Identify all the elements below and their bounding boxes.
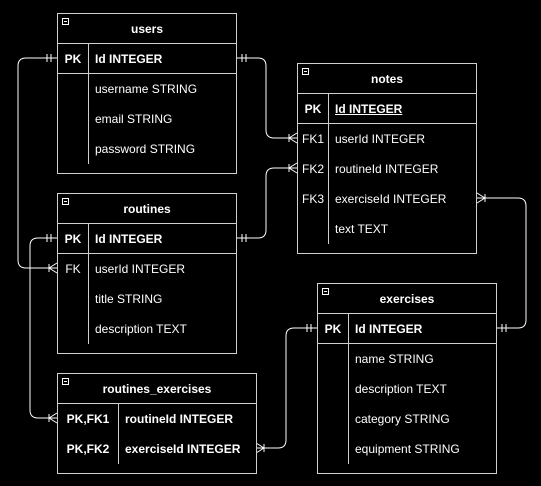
key-cell [58, 74, 89, 104]
key-cell: FK3 [298, 184, 329, 214]
field-cell: text TEXT [335, 222, 389, 236]
key-cell [318, 374, 349, 404]
table-row[interactable]: PK Id INTEGER [58, 224, 236, 254]
collapse-icon[interactable] [62, 378, 69, 385]
table-row[interactable]: PK,FK1 routineId INTEGER [58, 404, 256, 434]
key-cell: FK1 [298, 124, 329, 154]
table-row[interactable]: PK,FK2 exerciseId INTEGER [58, 434, 256, 464]
table-row[interactable]: PK Id INTEGER [58, 44, 236, 74]
table-row[interactable]: name STRING [318, 344, 496, 374]
table-routines[interactable]: routines PK Id INTEGER FK userId INTEGER… [57, 193, 237, 354]
connector-users-notes [236, 57, 297, 139]
key-cell [318, 434, 349, 464]
key-cell: PK [58, 44, 89, 73]
key-cell [58, 104, 89, 134]
table-row[interactable]: text TEXT [298, 214, 476, 244]
table-row[interactable]: password STRING [58, 134, 236, 164]
field-cell: Id INTEGER [95, 51, 163, 66]
field-cell: userId INTEGER [335, 132, 426, 146]
field-cell: exerciseId INTEGER [335, 192, 447, 206]
table-row[interactable]: category STRING [318, 404, 496, 434]
key-cell: FK [58, 254, 89, 284]
key-cell [58, 134, 89, 164]
key-cell [58, 284, 89, 314]
table-header[interactable]: notes [298, 64, 476, 94]
key-cell: PK [318, 314, 349, 343]
field-cell: description TEXT [95, 322, 187, 336]
table-header[interactable]: routines_exercises [58, 374, 256, 404]
collapse-icon[interactable] [62, 198, 69, 205]
field-cell: description TEXT [355, 382, 447, 396]
key-cell [318, 344, 349, 374]
key-cell: PK [58, 224, 89, 253]
connector-exercises-notes [477, 197, 527, 329]
key-cell: PK,FK1 [58, 404, 119, 434]
field-cell: Id INTEGER [355, 321, 423, 336]
key-cell: PK [298, 94, 329, 123]
table-routines-exercises[interactable]: routines_exercises PK,FK1 routineId INTE… [57, 373, 257, 474]
table-row[interactable]: description TEXT [58, 314, 236, 344]
field-cell: title STRING [95, 292, 163, 306]
table-header[interactable]: users [58, 14, 236, 44]
field-cell: category STRING [355, 412, 450, 426]
table-title: users [130, 22, 164, 36]
key-cell: PK,FK2 [58, 434, 119, 464]
table-title: routines [123, 202, 171, 216]
connector-routines-routines-exercises [29, 237, 57, 419]
table-row[interactable]: equipment STRING [318, 434, 496, 464]
key-cell: FK2 [298, 154, 329, 184]
collapse-icon[interactable] [62, 18, 69, 25]
field-cell: Id INTEGER [335, 101, 403, 116]
field-cell: username STRING [95, 82, 198, 96]
connector-users-routines [17, 57, 57, 269]
table-header[interactable]: routines [58, 194, 236, 224]
field-cell: userId INTEGER [95, 262, 186, 276]
key-cell [318, 404, 349, 434]
table-row[interactable]: description TEXT [318, 374, 496, 404]
field-cell: email STRING [95, 112, 173, 126]
table-users[interactable]: users PK Id INTEGER username STRING emai… [57, 13, 237, 174]
table-row[interactable]: username STRING [58, 74, 236, 104]
table-title: notes [370, 72, 403, 86]
table-title: exercises [379, 292, 435, 306]
field-cell: Id INTEGER [95, 231, 163, 246]
key-cell [58, 314, 89, 344]
table-row[interactable]: FK2 routineId INTEGER [298, 154, 476, 184]
connector-routines-notes [236, 167, 297, 239]
table-title: routines_exercises [102, 382, 212, 396]
field-cell: equipment STRING [355, 442, 460, 456]
collapse-icon[interactable] [302, 68, 309, 75]
table-row[interactable]: PK Id INTEGER [318, 314, 496, 344]
field-cell: exerciseId INTEGER [125, 442, 241, 456]
table-row[interactable]: email STRING [58, 104, 236, 134]
table-row[interactable]: FK3 exerciseId INTEGER [298, 184, 476, 214]
table-header[interactable]: exercises [318, 284, 496, 314]
table-notes[interactable]: notes PK Id INTEGER FK1 userId INTEGER F… [297, 63, 477, 254]
table-row[interactable]: PK Id INTEGER [298, 94, 476, 124]
field-cell: routineId INTEGER [125, 412, 233, 426]
table-row[interactable]: FK userId INTEGER [58, 254, 236, 284]
key-cell [298, 214, 329, 244]
field-cell: password STRING [95, 142, 196, 156]
table-row[interactable]: FK1 userId INTEGER [298, 124, 476, 154]
table-row[interactable]: title STRING [58, 284, 236, 314]
field-cell: name STRING [355, 352, 434, 366]
collapse-icon[interactable] [322, 288, 329, 295]
field-cell: routineId INTEGER [335, 162, 439, 176]
connector-exercises-routines-exercises [256, 327, 317, 449]
table-exercises[interactable]: exercises PK Id INTEGER name STRING desc… [317, 283, 497, 474]
